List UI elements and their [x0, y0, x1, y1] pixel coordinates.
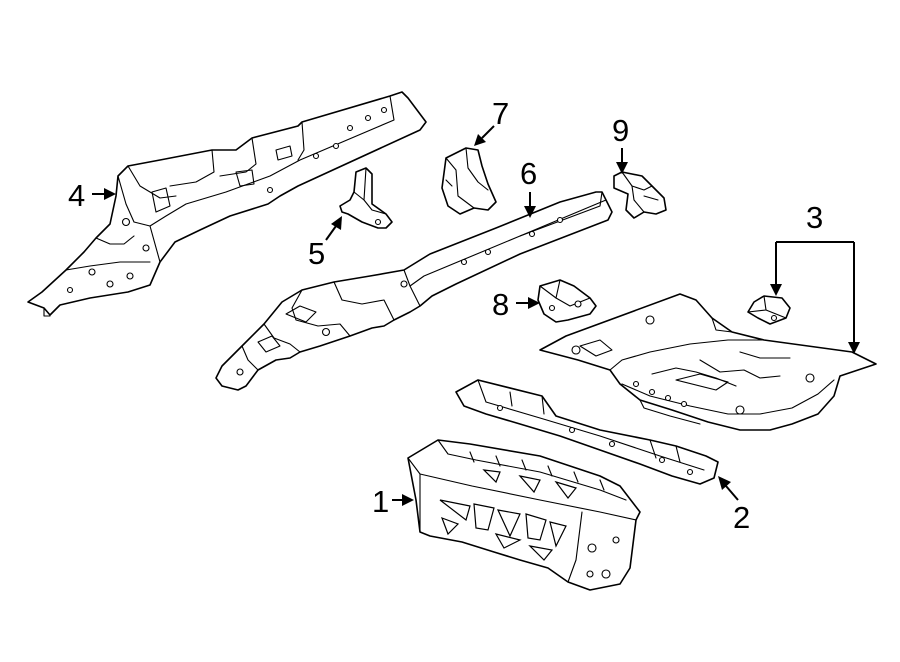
callout-8: 8 [492, 287, 509, 322]
part-1-tire-tub [407, 439, 641, 591]
arrowhead-5 [331, 216, 342, 230]
leader-5 [325, 225, 337, 241]
part-4-rear-rail [27, 91, 427, 317]
leader-lines [92, 125, 860, 506]
arrowhead-2 [718, 476, 731, 490]
leader-7 [481, 125, 495, 139]
callout-1: 1 [372, 484, 389, 519]
part-5-bracket [339, 167, 393, 229]
part-8-bracket [537, 279, 597, 323]
callout-9: 9 [612, 113, 629, 148]
leader-3 [775, 241, 855, 342]
part-2-cross-member [455, 379, 719, 485]
callout-4: 4 [68, 178, 85, 213]
callout-labels: 1 2 3 4 5 6 7 8 9 [68, 96, 823, 535]
arrowhead-3b [848, 342, 860, 354]
arrowhead-1 [402, 494, 414, 506]
arrowhead-7 [474, 134, 486, 146]
callout-5: 5 [308, 236, 325, 271]
part-9-bracket [613, 171, 667, 219]
part-7-bracket [441, 147, 497, 215]
arrowhead-6 [524, 206, 536, 218]
callout-7: 7 [492, 96, 509, 131]
part-3-bracket [747, 295, 791, 325]
callout-2: 2 [733, 500, 750, 535]
arrowhead-4 [104, 188, 116, 200]
leader-2 [725, 485, 739, 501]
arrowhead-9 [616, 162, 628, 174]
part-6-rear-rail [215, 191, 613, 391]
arrowhead-3a [770, 284, 782, 296]
callout-6: 6 [520, 156, 537, 191]
callout-3: 3 [806, 200, 823, 235]
part-3-floor-pan [539, 293, 877, 431]
arrowhead-8 [528, 297, 540, 309]
